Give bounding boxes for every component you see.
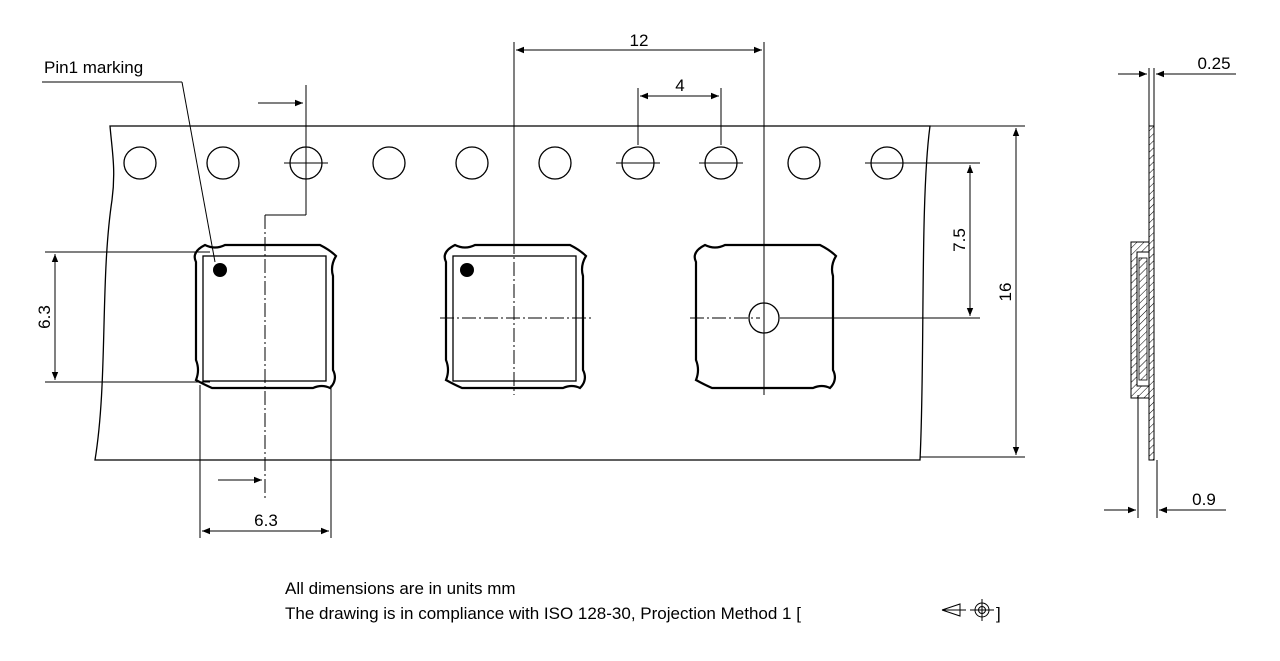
- dim-4-label: 4: [675, 76, 684, 95]
- sprocket-holes: [123, 146, 909, 180]
- dim-hole-offset: 7.5: [780, 162, 980, 319]
- note-iso-prefix: The drawing is in compliance with ISO 12…: [285, 604, 801, 623]
- tape-side-view: [1130, 125, 1155, 461]
- dim-0-25-label: 0.25: [1197, 54, 1230, 73]
- dim-6-3-vertical-label: 6.3: [35, 305, 54, 329]
- dim-16-label: 16: [996, 283, 1015, 302]
- pin1-leader: Pin1 marking: [42, 58, 216, 263]
- offset-line: [218, 85, 307, 484]
- centerlines: [264, 215, 760, 498]
- dim-tape-width: 16: [920, 125, 1025, 458]
- dim-7-5-label: 7.5: [950, 228, 969, 252]
- first-angle-projection-icon: [941, 599, 994, 621]
- pin1-dot: [213, 263, 227, 277]
- dim-sprocket-pitch: 4: [637, 76, 722, 145]
- dim-pocket-depth: 0.9: [1104, 395, 1226, 518]
- carrier-tape: [94, 125, 931, 461]
- dim-6-3-horizontal-label: 6.3: [254, 511, 278, 530]
- note-iso-suffix: ]: [996, 604, 1001, 623]
- dim-0-9-label: 0.9: [1192, 490, 1216, 509]
- note-iso: The drawing is in compliance with ISO 12…: [285, 604, 801, 623]
- note-units: All dimensions are in units mm: [285, 579, 516, 598]
- notes: All dimensions are in units mm The drawi…: [285, 579, 1001, 623]
- pin1-label: Pin1 marking: [44, 58, 143, 77]
- dim-12-label: 12: [630, 31, 649, 50]
- dim-pocket-width: 6.3: [199, 385, 332, 538]
- pin1-dot-2: [460, 263, 474, 277]
- dim-pocket-height: 6.3: [35, 251, 210, 383]
- dim-pocket-pitch: 12: [513, 31, 765, 395]
- pocket-2: [443, 243, 588, 390]
- dim-tape-thickness: 0.25: [1118, 54, 1236, 126]
- pocket-3: [693, 243, 838, 390]
